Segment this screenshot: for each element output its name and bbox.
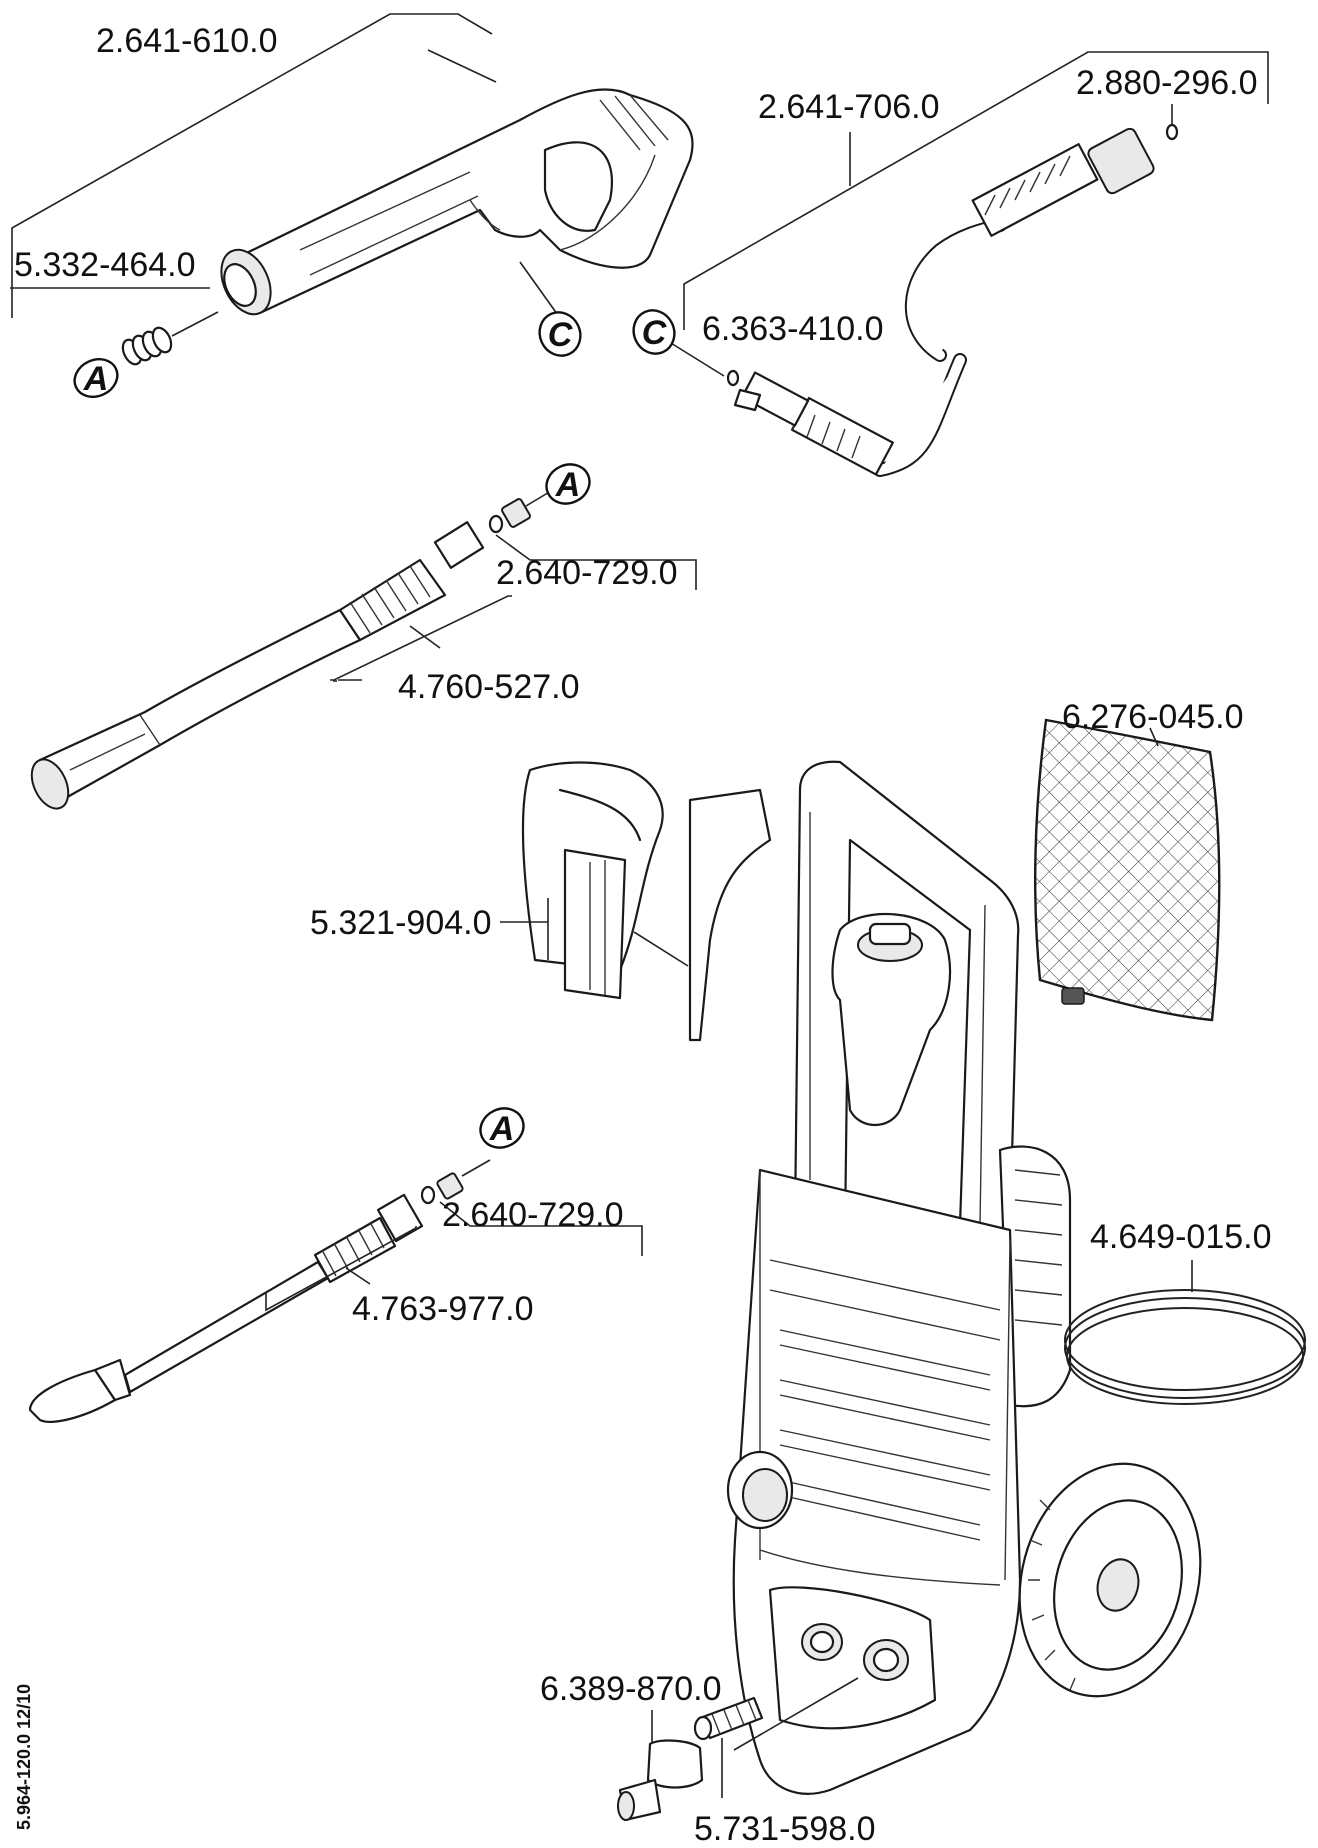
lance-oring-leader-2 [439, 1201, 643, 1256]
svg-text:A: A [555, 466, 581, 504]
callout-a-lance-1: A [545, 463, 591, 505]
gun-spring-drawing [121, 311, 219, 366]
label-cable: 4.649-015.0 [1090, 1218, 1272, 1256]
svg-text:A: A [489, 1110, 515, 1148]
label-hose-oring: 2.880-296.0 [1076, 64, 1258, 102]
callout-a-gun: A [73, 358, 119, 398]
svg-text:A: A [83, 360, 109, 398]
label-hose-nipple-oring: 6.363-410.0 [702, 310, 884, 348]
label-trigger-gun: 2.641-610.0 [96, 22, 278, 60]
document-reference: 5.964-120.0 12/10 [14, 1684, 34, 1830]
label-inlet-filter: 5.731-598.0 [694, 1810, 876, 1848]
lance-holder-drawing [521, 761, 772, 1042]
label-vario-lance: 4.760-527.0 [398, 668, 580, 706]
hose-leader [683, 51, 1269, 330]
inlet-filter-drawing [693, 1696, 764, 1741]
label-gun-spring: 5.332-464.0 [14, 246, 196, 284]
label-inlet-coupling: 6.389-870.0 [540, 1670, 722, 1708]
trigger-gun-leader [11, 13, 493, 318]
svg-text:C: C [548, 316, 573, 354]
vario-lance-drawing [30, 498, 531, 810]
label-dirt-blaster: 4.763-977.0 [352, 1290, 534, 1328]
label-lance-oring-set-1: 2.640-729.0 [496, 554, 678, 592]
dirt-blaster-drawing [28, 1172, 464, 1423]
svg-text:C: C [642, 314, 667, 352]
label-lance-holder: 5.321-904.0 [310, 904, 492, 942]
callout-c-hose: C [632, 309, 676, 355]
high-pressure-hose-drawing [726, 123, 1179, 477]
label-lance-oring-set-2: 2.640-729.0 [442, 1196, 624, 1234]
callout-c-gun: C [538, 311, 582, 357]
label-filter-cover: 6.276-045.0 [1062, 698, 1244, 736]
trigger-gun-drawing [220, 88, 694, 316]
inlet-coupling-drawing [617, 1739, 704, 1822]
pressure-washer-unit-drawing [726, 760, 1306, 1795]
callout-a-lance-2: A [479, 1107, 525, 1149]
lance-oring-leader-1 [495, 534, 697, 590]
filter-cover-drawing [1034, 718, 1221, 1022]
label-hose: 2.641-706.0 [758, 88, 940, 126]
